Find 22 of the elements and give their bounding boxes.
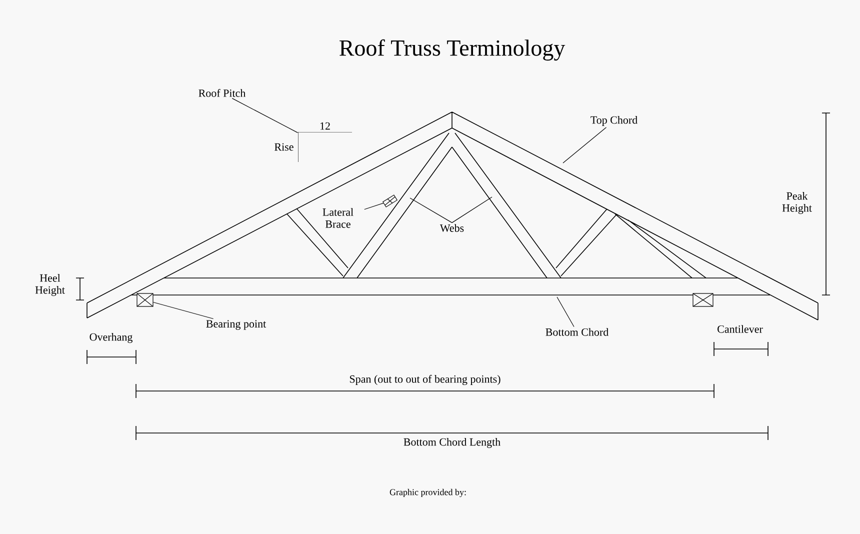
callout-label: Top Chord [590, 116, 638, 126]
credit-text: Graphic provided by: [390, 488, 466, 498]
dimension-label: Bottom Chord Length [404, 438, 500, 448]
block-symbol [692, 293, 714, 307]
callout-label: Bottom Chord [546, 328, 608, 336]
dimension-label: Heel Height [35, 274, 65, 296]
callout-label: Bearing point [206, 320, 266, 330]
leader-line [153, 302, 214, 320]
leader-line [364, 202, 384, 210]
callout-label: Roof Pitch [198, 89, 246, 97]
title: Roof Truss Terminology [340, 39, 566, 61]
leader-line [562, 127, 607, 164]
leader-line [556, 296, 574, 328]
pitch-symbol [298, 132, 352, 162]
block-symbol [136, 293, 154, 307]
callout-label: Lateral Brace [322, 208, 354, 228]
callout-label: Webs [440, 224, 464, 232]
dimension-label: Peak Height [782, 192, 812, 214]
leader-line [452, 196, 492, 223]
leader-line [410, 198, 452, 223]
leader-line [232, 98, 298, 133]
dimension-label: Span (out to out of bearing points) [350, 374, 500, 386]
